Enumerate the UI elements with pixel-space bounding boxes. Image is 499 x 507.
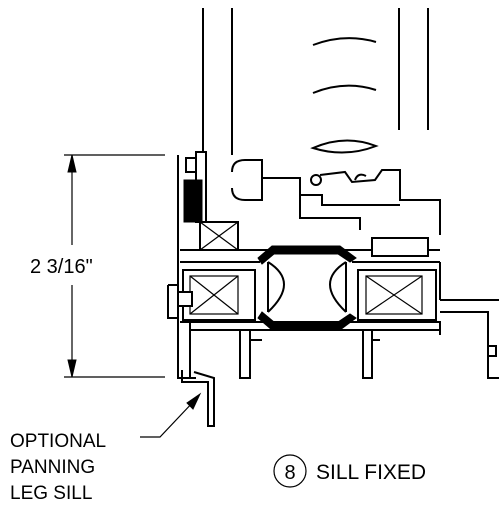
- height-dimension: [64, 154, 165, 378]
- glazing-unit: [202, 8, 429, 155]
- sill-frame-extrusion: [167, 151, 499, 427]
- detail-number: 8: [284, 462, 295, 484]
- note-line-2: PANNING: [10, 457, 95, 478]
- detail-callout: 8 SILL FIXED: [273, 454, 426, 488]
- detail-title: SILL FIXED: [316, 461, 426, 484]
- note-leader: [140, 392, 202, 438]
- dimension-label: 2 3/16": [30, 256, 93, 278]
- note-line-1: OPTIONAL: [10, 431, 106, 452]
- note-line-3: LEG SILL: [10, 483, 92, 504]
